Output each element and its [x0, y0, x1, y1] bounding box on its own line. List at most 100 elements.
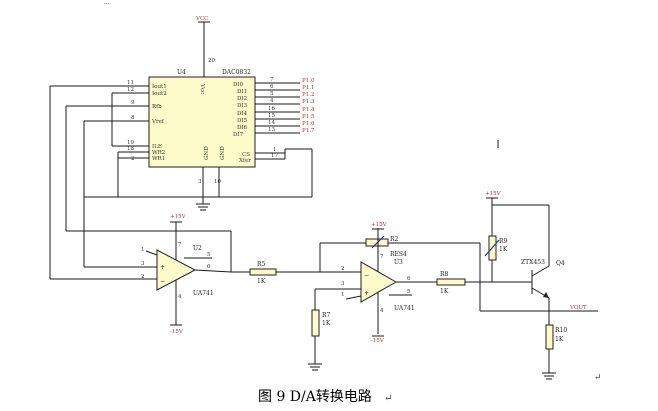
net-p1-7: P1.7: [302, 128, 315, 134]
net-p1-6: P1.6: [302, 121, 315, 127]
net-p1-4: P1.4: [302, 107, 315, 113]
ground-symbol-dac: [196, 203, 210, 211]
pin-name-xfer: Xfer: [239, 158, 251, 164]
r7-value: 1K: [322, 320, 331, 327]
u2-pin5: 5: [207, 252, 211, 258]
pin-name-iout2: Iout2: [152, 91, 167, 97]
u3-pin3: 3: [341, 281, 345, 287]
u2-plus-sign: +: [160, 264, 165, 271]
u2-pin3: 3: [141, 261, 145, 267]
ground-symbol-r7: [308, 363, 322, 371]
caption-return-mark: ↵: [384, 393, 392, 404]
pin-name-ile: ILE: [152, 144, 162, 150]
u2-vneg: -15V: [170, 329, 184, 335]
pin-name-vref: Vref: [151, 119, 165, 125]
pin-name-wr2: WR2: [152, 150, 165, 156]
q4-ref: Q4: [556, 260, 565, 267]
u2-pin1: 1: [141, 247, 145, 253]
r5-value: 1K: [257, 278, 266, 285]
u3-pin4: 4: [380, 308, 384, 314]
pin-name-di6: DI6: [237, 125, 248, 131]
u3-pin1: 1: [341, 292, 345, 298]
pin-name-gnd-10: GND: [220, 146, 226, 160]
u3-plus-sign: +: [364, 290, 369, 297]
r9-ref: R9: [499, 238, 508, 245]
net-p1-5: P1.5: [302, 114, 315, 120]
q4-part: ZTX453: [521, 259, 545, 266]
u3-pin2: 2: [341, 266, 345, 272]
pin-num-8: 8: [131, 115, 135, 121]
q-supply-label: +15V: [485, 191, 502, 197]
pin-num-12: 12: [127, 87, 134, 93]
u2-pin7: 7: [178, 242, 182, 248]
pin-name-di3: DI3: [237, 103, 248, 109]
pin-name-di0: DI0: [233, 82, 244, 88]
ground-symbol-r10: [542, 372, 556, 380]
pin-num-14: 14: [268, 120, 275, 126]
pin-num-3: 3: [198, 179, 202, 185]
pin-num-5: 5: [270, 91, 274, 97]
r8-value: 1K: [440, 288, 449, 295]
net-p1-1: P1.1: [302, 85, 314, 91]
variable-resistor-r9: R9 1K: [484, 235, 508, 261]
side-return-mark: ↵: [594, 373, 602, 383]
figure-caption: 图 9 D/A转换电路: [258, 388, 372, 405]
vcc-label: VCC: [195, 16, 208, 22]
u3-pin7: 7: [380, 254, 384, 260]
pin-num-16: 16: [268, 106, 275, 112]
u2-pin4: 4: [178, 294, 182, 300]
u3-part: UA741: [394, 305, 415, 312]
pin-name-gnd-3: GND: [204, 146, 210, 160]
net-p1-2: P1.2: [302, 92, 314, 98]
u3-pin5: 5: [407, 289, 411, 295]
net-p1-3: P1.3: [302, 99, 315, 105]
opamp-u2: + − U2 UA741 1 3 2 5 6 7 4 +15V -15V: [141, 214, 232, 335]
pin-num-7: 7: [270, 77, 274, 83]
u3-pin6: 6: [407, 276, 411, 282]
transistor-q4: Q4 ZTX453: [521, 259, 565, 299]
r10-ref: R10: [555, 327, 567, 334]
opamp-u3: − + U3 UA741 2 3 1 5 6 7 4 +15V -15V: [315, 222, 437, 344]
pin-name-di2: DI2: [237, 96, 247, 102]
u3-vpos: +15V: [371, 222, 388, 228]
resistor-r7: R7 1K: [311, 309, 331, 337]
pin-num-1: 1: [273, 147, 277, 153]
pin-num-6: 6: [270, 84, 274, 90]
pin-num-10: 10: [214, 179, 221, 185]
r10-value: 1K: [555, 336, 564, 343]
u2-vpos: +15V: [170, 214, 187, 220]
r9-value: 1K: [499, 246, 508, 253]
pin-num-4: 4: [270, 98, 274, 104]
resistor-r8: R8 1K: [436, 271, 466, 295]
pin-num-18: 18: [127, 146, 134, 152]
pin-num-17: 17: [271, 153, 278, 159]
pin-num-20: 20: [208, 58, 215, 64]
pin-num-13: 13: [268, 127, 275, 133]
net-p1-0: P1.0: [302, 78, 315, 84]
u3-vneg: -15V: [371, 338, 385, 344]
cut-text-top: ...: [104, 0, 110, 6]
r5-ref: R5: [257, 261, 266, 268]
pin-num-15: 15: [268, 113, 275, 119]
pin-num-19: 19: [127, 140, 134, 146]
u3-minus-sign: −: [364, 272, 369, 279]
dac0832-chip: U4 DAC0832 11 12 9 8 19 18 2 Iout1 Iout2…: [126, 16, 315, 197]
pin-name-iout1: Iout1: [152, 84, 167, 90]
u2-minus-sign: −: [160, 278, 165, 285]
resistor-r10: R10 1K: [545, 324, 567, 350]
u3-ref: U3: [394, 259, 403, 266]
dac-part: DAC0832: [222, 69, 251, 76]
r8-ref: R8: [440, 271, 449, 278]
pin-name-di1: DI1: [237, 89, 247, 95]
pin-name-di7: DI7: [233, 132, 244, 138]
u2-part: UA741: [193, 290, 214, 297]
variable-resistor-res4: R2 RES4: [365, 235, 407, 258]
u2-pin6: 6: [207, 264, 211, 270]
pin-num-2: 2: [131, 156, 135, 162]
res4-label: RES4: [390, 251, 407, 258]
pin-name-vcc: Vcc: [199, 83, 205, 94]
dac-ref: U4: [177, 69, 186, 76]
pin-num-11: 11: [127, 80, 134, 86]
vout-label: VOUT: [569, 305, 587, 311]
